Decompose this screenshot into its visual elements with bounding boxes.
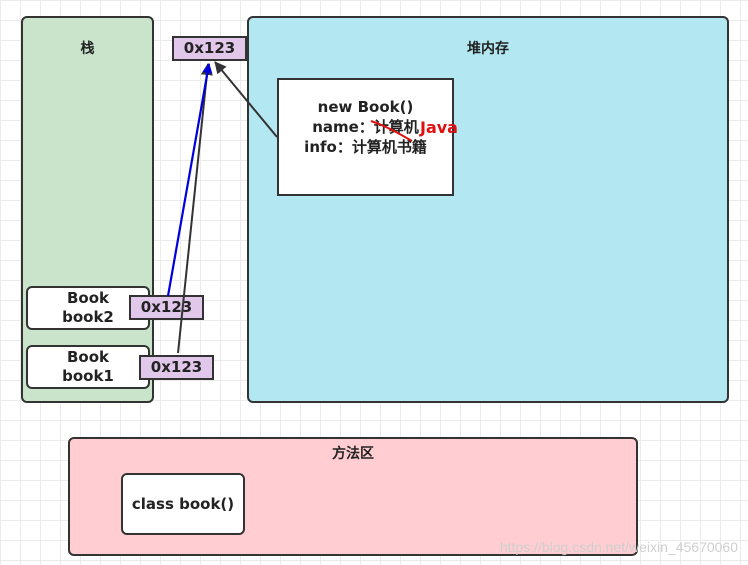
book1-variable: Book book1 <box>26 345 150 389</box>
book2-name: book2 <box>62 308 114 326</box>
book1-reference: 0x123 <box>139 355 214 380</box>
book-object: new Book() name：计算机 info：计算机书籍 <box>277 78 454 196</box>
stack-title: 栈 <box>80 41 95 57</box>
book2-pointer-arrow <box>166 63 213 297</box>
object-name-new-value: Java <box>420 118 458 137</box>
object-header: new Book() <box>317 98 414 116</box>
object-info-line: info：计算机书籍 <box>304 138 427 156</box>
class-definition-box: class book() <box>121 473 245 535</box>
object-name-old-value: 计算机 <box>373 118 419 136</box>
watermark: https://blog.csdn.net/weixin_45670060 <box>499 539 738 555</box>
heap-address-label: 0x123 <box>172 36 247 61</box>
book2-variable: Book book2 <box>26 286 150 330</box>
book1-name: book1 <box>62 367 114 385</box>
object-name-label: name： <box>312 118 374 136</box>
book2-reference: 0x123 <box>129 295 204 320</box>
stack-region: 栈 <box>21 16 154 403</box>
book2-type: Book <box>66 289 110 307</box>
heap-title: 堆内存 <box>467 41 509 57</box>
book1-type: Book <box>66 348 110 366</box>
method-area-title: 方法区 <box>332 446 374 462</box>
heap-region: 堆内存 <box>247 16 729 403</box>
